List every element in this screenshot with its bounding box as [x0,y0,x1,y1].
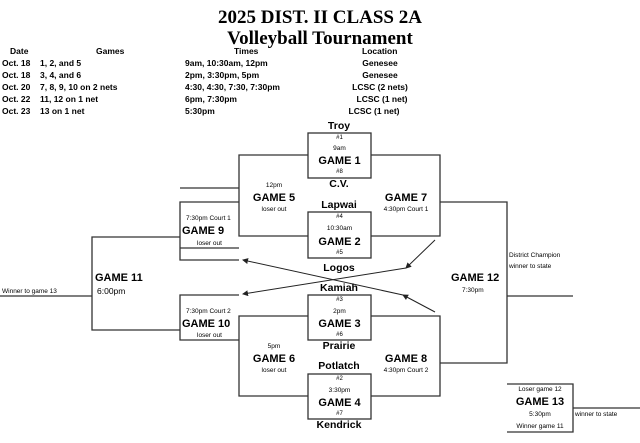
game-6-label: GAME 6 [252,353,296,365]
arrow-game7-loser [405,239,436,269]
game-3-seed-bottom: #6 [336,332,343,338]
team-cv: C.V. [329,178,349,190]
row-times: 5:30pm [185,106,215,116]
arrow-game8-loser [402,294,436,313]
game-7-label: GAME 7 [384,192,428,204]
row-location: LCSC (1 net) [356,94,408,104]
col-header-games: Games [96,46,125,56]
row-times: 2pm, 3:30pm, 5pm [185,70,260,80]
row-games: 3, 4, and 6 [40,70,82,80]
game-1-time: 9am [333,145,346,152]
game-3-seed-top: #3 [336,297,343,303]
game-11-time: 6:00pm [97,286,126,296]
game-12-label: GAME 12 [451,272,500,284]
game-9-time: 7:30pm Court 1 [186,215,231,222]
team-troy: Troy [327,120,351,132]
game-5-bracket [238,154,308,237]
game-12-time: 7:30pm [462,287,484,294]
game-13-bottom: Winner game 11 [516,423,564,430]
game-3-box [307,294,372,341]
game-4-seed-top: #2 [336,376,343,382]
team-lapwai: Lapwai [321,199,357,211]
arrow-to-game9 [242,258,404,296]
game-10-time: 7:30pm Court 2 [186,308,231,315]
col-header-times: Times [234,46,259,56]
col-header-date: Date [10,46,29,56]
game-3-time: 2pm [333,308,346,315]
row-date: Oct. 18 [2,70,31,80]
game-13-time: 5:30pm [529,411,551,418]
game-6-bracket [238,315,308,397]
team-prairie: Prairie [322,340,356,352]
game-11-label: GAME 11 [95,272,143,284]
game-2-label: GAME 2 [318,236,361,248]
game-10-note: loser out [197,332,222,339]
game-10-label: GAME 10 [182,318,231,330]
game-8-bracket [371,315,441,397]
game-2-box [307,211,372,259]
team-logos: Logos [323,262,355,274]
game-9-note: loser out [197,240,222,247]
game-10-bracket [179,294,239,341]
game-2-seed-bottom: #5 [336,250,343,256]
row-games: 11, 12 on 1 net [40,94,99,104]
team-kendrick: Kendrick [316,419,362,431]
game-9-label: GAME 9 [182,225,225,237]
row-location: Genesee [362,70,398,80]
row-date: Oct. 18 [2,58,31,68]
game-3-label: GAME 3 [318,318,361,330]
row-games: 13 on 1 net [40,106,85,116]
row-times: 4:30, 4:30, 7:30, 7:30pm [185,82,280,92]
team-kamiah: Kamiah [320,282,358,294]
title-line-1: 2025 DIST. II CLASS 2A [218,7,422,28]
game-6-time: 5pm [267,343,281,350]
game-5-time: 12pm [265,182,283,189]
row-games: 7, 8, 9, 10 on 2 nets [40,82,118,92]
game-2-time: 10:30am [326,225,353,232]
game-6-note: loser out [261,367,287,374]
col-header-location: Location [362,46,398,56]
game-12-note-champion: District Champion [509,252,561,259]
game-13-top: Loser game 12 [518,386,562,393]
game-12-note-state: winner to state [509,263,552,270]
game-4-time: 3:30pm [328,387,351,394]
row-times: 6pm, 7:30pm [185,94,237,104]
row-date: Oct. 20 [2,82,31,92]
game-7-bracket [371,154,441,237]
game-12-bracket [440,201,508,364]
row-location: Genesee [362,58,398,68]
game-13-note: winner to state [575,411,618,418]
game-11-note: Winner to game 13 [2,288,57,295]
game-5-note: loser out [261,206,287,213]
game-13-label: GAME 13 [515,396,565,408]
game-9-bracket [179,201,239,261]
row-games: 1, 2, and 5 [40,58,82,68]
row-location: LCSC (1 net) [348,106,400,116]
title-line-2: Volleyball Tournament [227,28,413,49]
row-location: LCSC (2 nets) [352,82,408,92]
game-1-seed-top: #1 [336,135,343,141]
row-date: Oct. 22 [2,94,31,104]
arrow-to-game10 [242,267,407,297]
game-4-seed-bottom: #7 [336,411,343,417]
game-8-time: 4:30pm Court 2 [383,367,429,374]
team-potlatch: Potlatch [318,360,360,372]
game-1-label: GAME 1 [318,155,361,167]
game-11-bracket [91,236,180,331]
row-date: Oct. 23 [2,106,31,116]
game-2-seed-top: #4 [336,214,343,220]
game-5-label: GAME 5 [252,192,296,204]
game-4-label: GAME 4 [318,397,361,409]
game-8-label: GAME 8 [384,353,428,365]
game-7-time: 4:30pm Court 1 [383,206,429,213]
game-1-seed-bottom: #8 [336,169,343,175]
row-times: 9am, 10:30am, 12pm [185,58,268,68]
